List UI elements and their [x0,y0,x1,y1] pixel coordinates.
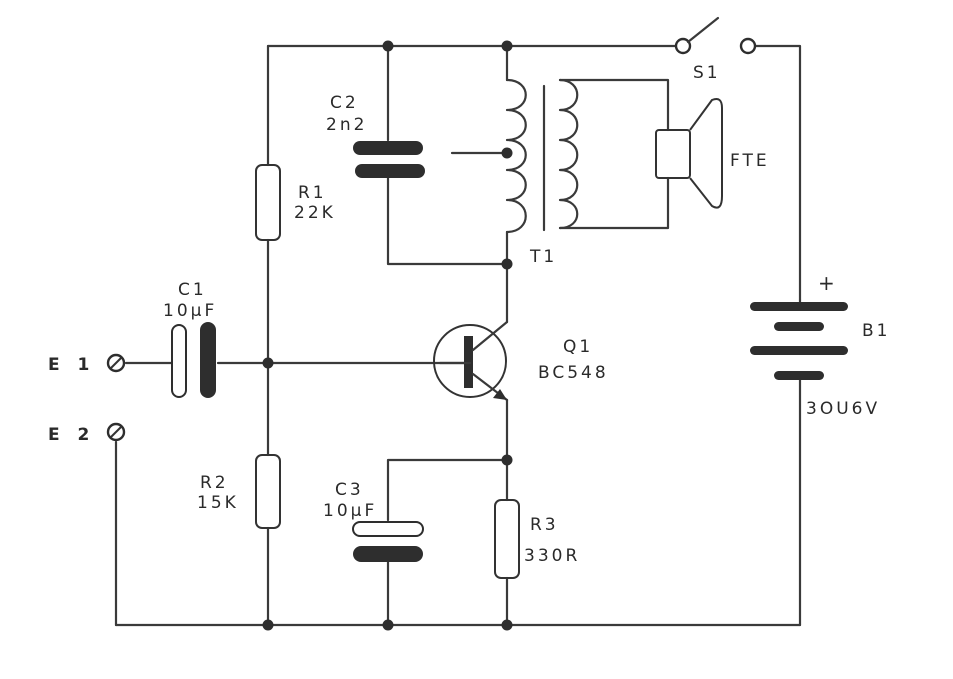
c2-plate-bottom [355,164,425,178]
r2-value-label: 15K [197,493,239,513]
q1-ref-label: Q1 [563,337,593,357]
c1-open-plate [171,324,187,398]
speaker-cone [689,98,723,209]
c1-solid-plate [200,322,216,398]
q1-emitter-arrow [493,389,507,400]
c2-value-label: 2n2 [326,115,367,135]
s1-contact-left [674,37,692,55]
b1-plate-long-1 [750,302,848,311]
junction-dot [501,454,513,466]
transformer-t1 [505,78,579,234]
capacitor-c2 [353,141,425,178]
t1-ref-label: T1 [529,247,557,267]
b1-plus-label: + [818,271,838,295]
b1-plate-short-2 [774,371,824,380]
wires [114,44,802,627]
junction-dot [501,258,513,270]
t1-secondary-coil [558,78,579,230]
speaker-ref-label: FTE [730,151,770,171]
speaker-fte [655,98,723,209]
r1-value-label: 22K [294,203,336,223]
secondary-top-wire [558,78,670,132]
junction-dot [382,40,394,52]
speaker-magnet [655,129,691,179]
e2-label: E 2 [48,425,95,445]
c3-ref-label: C3 [335,480,364,500]
q1-body [433,324,507,398]
e1-screw-slot [110,357,122,369]
right-supply-wire [746,44,802,302]
terminal-e2 [106,422,126,442]
c3-open-plate [352,521,424,537]
q1-value-label: BC548 [538,363,609,383]
junction-dot [262,619,274,631]
e1-label: E 1 [48,355,95,375]
c3-top-wire [386,458,509,522]
s1-lever [686,16,720,44]
b1-plate-long-2 [750,346,848,355]
transistor-q1 [433,320,509,402]
b1-ref-label: B1 [862,321,890,341]
junctions [262,40,513,631]
r2-ref-label: R2 [200,473,229,493]
resistor-r1 [255,164,281,241]
junction-dot [382,619,394,631]
c1-ref-label: C1 [178,280,207,300]
q1-collector-lead [471,320,509,352]
battery-b1 [750,302,848,380]
c2-bottom-wire [386,174,509,266]
s1-ref-label: S1 [693,63,721,83]
c1-value-label: 10µF [163,301,217,321]
capacitor-c3 [352,521,424,562]
t1-primary-coil [505,78,527,234]
secondary-bottom-wire [558,176,670,230]
terminal-e1 [106,353,126,373]
resistor-r3 [494,499,520,579]
c2-plate-top [353,141,423,155]
resistor-r2 [255,454,281,529]
c3-value-label: 10µF [323,501,377,521]
s1-contact-right [739,37,757,55]
junction-dot [501,147,513,159]
b1-plate-short-1 [774,322,824,331]
switch-s1 [674,16,757,55]
b1-value-label: 3OU6V [806,399,880,419]
r3-ref-label: R3 [530,515,559,535]
c3-solid-plate [353,546,423,562]
r1-ref-label: R1 [298,183,327,203]
e2-screw-slot [110,426,122,438]
r3-value-label: 330R [524,546,580,566]
junction-dot [262,357,274,369]
capacitor-c1 [171,322,216,398]
junction-dot [501,40,513,52]
junction-dot [501,619,513,631]
c2-ref-label: C2 [330,93,359,113]
